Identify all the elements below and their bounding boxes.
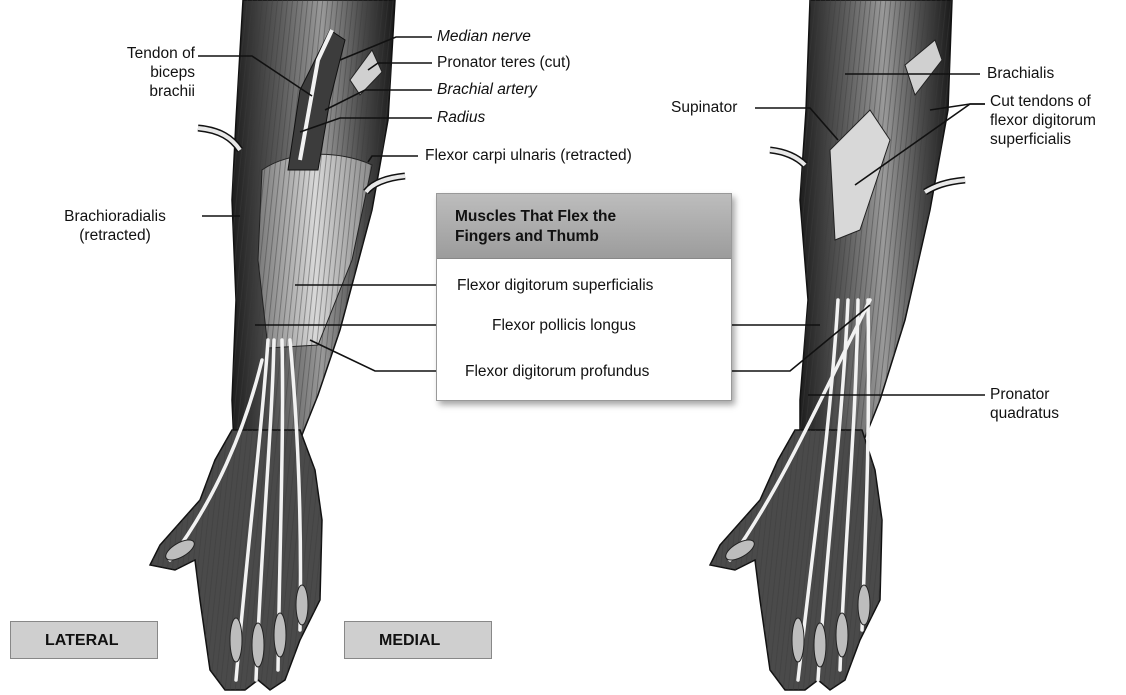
label-cut-tendons-line2: flexor digitorum [990,111,1096,130]
legend-title-line1: Muscles That Flex the [455,207,705,227]
label-cut-tendons-line3: superficialis [990,130,1096,149]
label-brachial-artery: Brachial artery [437,80,537,99]
label-pronator-teres: Pronator teres (cut) [437,53,571,72]
label-brachioradialis-line2: (retracted) [35,226,195,245]
legend-title-line2: Fingers and Thumb [455,227,705,247]
label-supinator: Supinator [671,98,737,117]
legend-title: Muscles That Flex the Fingers and Thumb [455,207,705,247]
legend-item-flexor-pollicis-longus: Flexor pollicis longus [492,316,636,335]
view-tag-lateral: LATERAL [10,621,158,659]
label-brachioradialis: Brachioradialis (retracted) [35,207,195,245]
label-flexor-carpi-ulnaris: Flexor carpi ulnaris (retracted) [425,146,632,165]
label-radius: Radius [437,108,485,127]
label-tendon-biceps: Tendon of biceps brachii [95,44,195,101]
label-pronator-quadratus-line1: Pronator [990,385,1059,404]
label-pronator-quadratus: Pronator quadratus [990,385,1059,423]
legend-header: Muscles That Flex the Fingers and Thumb [437,194,731,259]
label-brachioradialis-line1: Brachioradialis [35,207,195,226]
label-tendon-biceps-line2: biceps [95,63,195,82]
label-cut-tendons-line1: Cut tendons of [990,92,1096,111]
label-pronator-quadratus-line2: quadratus [990,404,1059,423]
label-cut-tendons: Cut tendons of flexor digitorum superfic… [990,92,1096,149]
legend-item-flexor-digitorum-profundus: Flexor digitorum profundus [465,362,649,381]
label-median-nerve: Median nerve [437,27,531,46]
label-brachialis: Brachialis [987,64,1054,83]
left-forearm [150,0,405,690]
view-tag-medial: MEDIAL [344,621,492,659]
label-tendon-biceps-line1: Tendon of [95,44,195,63]
right-forearm [710,0,965,690]
legend-item-flexor-digitorum-superficialis: Flexor digitorum superficialis [457,276,653,295]
label-tendon-biceps-line3: brachii [95,82,195,101]
